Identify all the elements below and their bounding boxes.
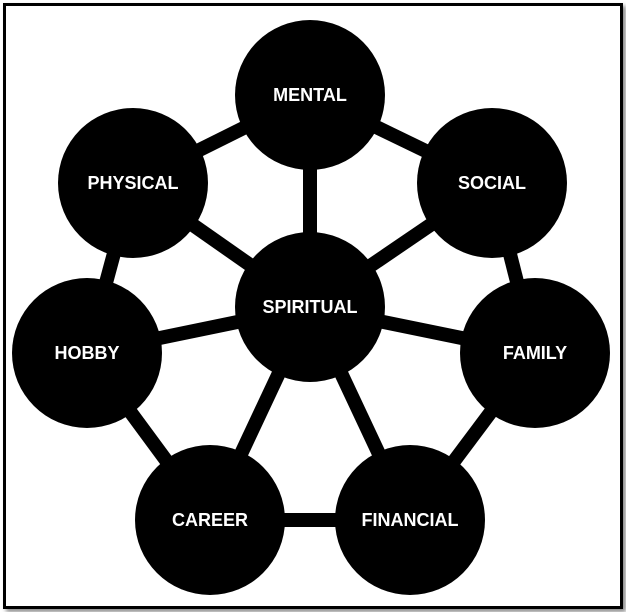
node-label: HOBBY xyxy=(54,343,119,363)
node-career: CAREER xyxy=(135,445,285,595)
node-social: SOCIAL xyxy=(417,108,567,258)
node-mental: MENTAL xyxy=(235,20,385,170)
node-hobby: HOBBY xyxy=(12,278,162,428)
node-financial: FINANCIAL xyxy=(335,445,485,595)
node-physical: PHYSICAL xyxy=(58,108,208,258)
node-label: SPIRITUAL xyxy=(262,297,357,317)
node-family: FAMILY xyxy=(460,278,610,428)
node-label: SOCIAL xyxy=(458,173,526,193)
node-spiritual: SPIRITUAL xyxy=(235,232,385,382)
node-label: CAREER xyxy=(172,510,248,530)
node-label: FAMILY xyxy=(503,343,567,363)
node-label: PHYSICAL xyxy=(87,173,178,193)
node-label: MENTAL xyxy=(273,85,347,105)
node-label: FINANCIAL xyxy=(362,510,459,530)
